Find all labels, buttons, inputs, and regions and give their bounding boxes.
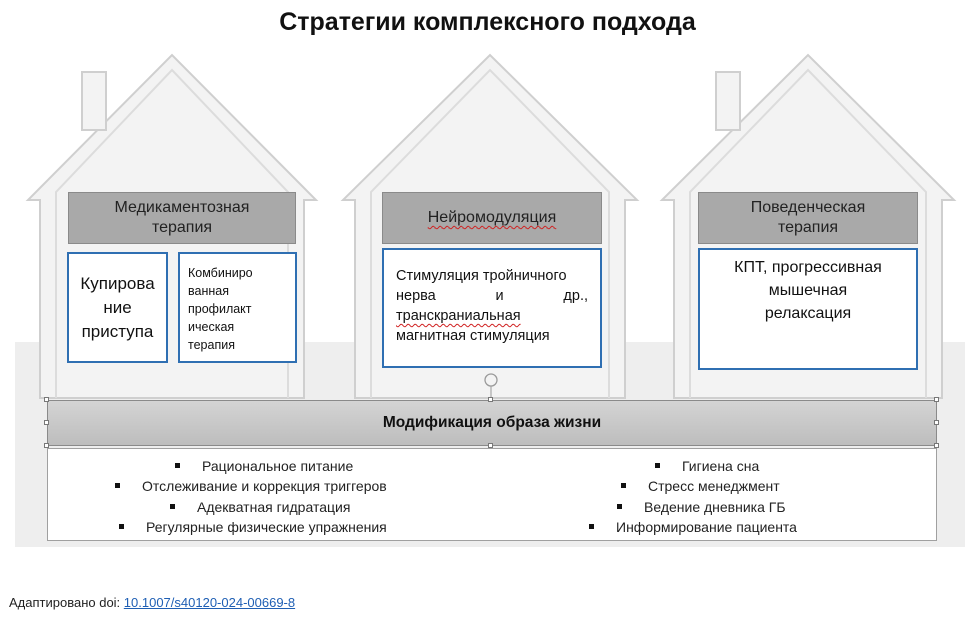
lifestyle-list-panel: Рациональное питание Отслеживание и корр… [47,448,937,541]
box-line: ическая [188,320,235,334]
list-item: Гигиена сна [655,458,759,474]
header-line: Медикаментозная [114,199,250,216]
resize-handle[interactable] [44,397,49,402]
page-title: Стратегии комплексного подхода [279,8,696,36]
resize-handle[interactable] [934,443,939,448]
bullet-icon [115,482,120,488]
box-attack-relief: Купирова ние приступа [67,252,168,363]
box-line: ние [103,297,132,317]
lifestyle-modification-bar[interactable]: Модификация образа жизни [47,400,937,446]
box-combined-prophylaxis: Комбиниро ванная профилакт ическая терап… [178,252,297,363]
chimney [81,71,107,131]
list-item-text: Отслеживание и коррекция триггеров [142,478,387,494]
lifestyle-title: Модификация образа жизни [382,414,602,431]
list-item: Информирование пациента [589,519,797,535]
list-item: Ведение дневника ГБ [617,499,786,515]
bullet-icon [589,523,594,529]
list-item: Отслеживание и коррекция триггеров [115,478,387,494]
bullet-icon [170,503,175,509]
list-item: Рациональное питание [175,458,353,474]
bullet-icon [119,523,124,529]
source-prefix: Адаптировано doi: [9,595,124,610]
box-line: нерва и др., [396,288,588,304]
header-neuromodulation: Нейромодуляция [382,192,602,244]
bullet-icon [621,482,626,488]
header-line: терапия [777,219,839,236]
source-citation: Адаптировано doi: 10.1007/s40120-024-006… [9,595,295,610]
list-item: Стресс менеджмент [621,478,780,494]
bullet-icon [617,503,622,509]
header-medication-therapy: Медикаментозная терапия [68,192,296,244]
bullet-icon [175,462,180,468]
header-behavioral-therapy: Поведенческая терапия [698,192,918,244]
box-line: приступа [81,321,154,341]
list-item-text: Информирование пациента [616,519,797,535]
resize-handle[interactable] [44,420,49,425]
header-line: Нейромодуляция [427,209,557,226]
header-line: Поведенческая [750,199,866,216]
resize-handle[interactable] [44,443,49,448]
box-line: профилакт [188,302,252,316]
resize-handle[interactable] [488,443,493,448]
header-line: терапия [151,219,213,236]
resize-handle[interactable] [488,397,493,402]
box-line: магнитная стимуляция [396,328,550,344]
box-line: ванная [188,284,229,298]
list-item-text: Гигиена сна [682,458,760,474]
chimney [715,71,741,131]
list-item-text: Ведение дневника ГБ [644,499,786,515]
resize-handle[interactable] [934,420,939,425]
box-neuromodulation-methods: Стимуляция тройничного нерва и др., тран… [382,248,602,368]
bullet-icon [655,462,660,468]
box-line: транскраниальная [396,308,521,324]
resize-handle[interactable] [934,397,939,402]
box-line: Комбиниро [188,266,253,280]
box-cbt-relaxation: КПТ, прогрессивная мышечная релаксация [698,248,918,370]
box-line: релаксация [764,305,852,322]
list-item: Регулярные физические упражнения [119,519,387,535]
list-item-text: Адекватная гидратация [197,499,351,515]
list-item: Адекватная гидратация [170,499,350,515]
box-line: Стимуляция тройничного [396,268,567,284]
doi-link[interactable]: 10.1007/s40120-024-00669-8 [123,595,296,610]
list-item-text: Регулярные физические упражнения [146,519,387,535]
list-item-text: Рациональное питание [202,458,354,474]
box-line: мышечная [768,282,848,299]
box-line: Купирова [80,273,155,293]
box-line: КПТ, прогрессивная [734,259,882,276]
box-line: терапия [188,338,235,352]
list-item-text: Стресс менеджмент [648,478,780,494]
